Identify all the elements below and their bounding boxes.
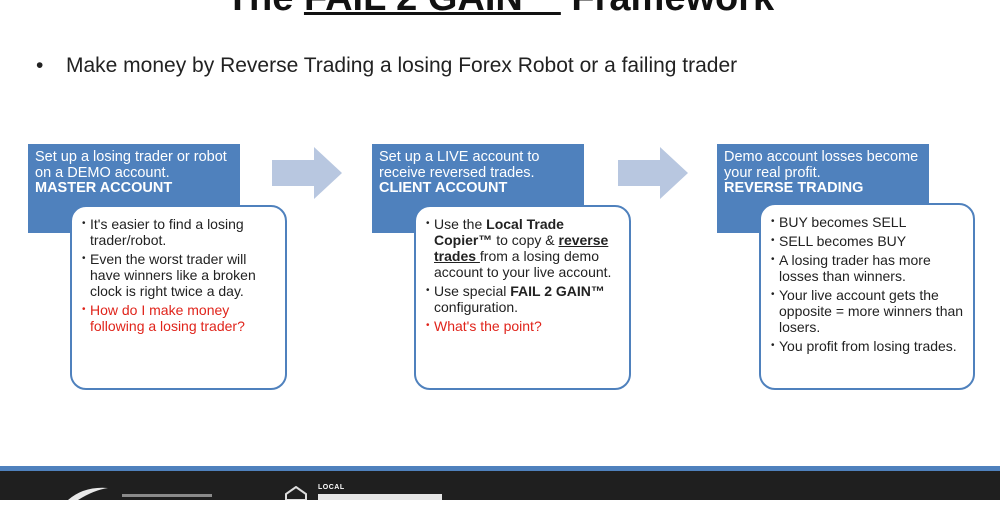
item-text: from a losing demo account to your live … [434, 248, 612, 280]
logo-text: LOCAL [318, 484, 345, 491]
reverse-trading-description: Demo account losses become your real pro… [724, 149, 919, 181]
reverse-trades-emphasis: reverse trades [434, 232, 609, 264]
list-item: Use special FAIL 2 GAIN™ configuration. [426, 283, 621, 315]
list-item: Even the worst trader will have winners … [82, 251, 277, 299]
reverse-trading-label: REVERSE TRADING [724, 180, 864, 196]
item-text: Use special [434, 283, 511, 299]
title-prefix: The [226, 0, 294, 19]
configuration-name: FAIL 2 GAIN™ [510, 283, 605, 299]
product-name: Local Trade Copier™ [434, 216, 564, 248]
master-account-label: MASTER ACCOUNT [35, 180, 173, 196]
title-underlined: FAIL 2 GAIN™ [304, 0, 561, 19]
list-item: Your live account gets the opposite = mo… [771, 287, 965, 335]
item-text: Use the [434, 216, 487, 232]
main-bullet: • Make money by Reverse Trading a losing … [36, 52, 737, 80]
question-text: What's the point? [426, 318, 621, 334]
list-item: You profit from losing trades. [771, 338, 965, 354]
arrow-shape [272, 147, 342, 199]
main-bullet-text: Make money by Reverse Trading a losing F… [66, 54, 738, 77]
local-trade-copier-logo: LOCAL [282, 484, 442, 505]
house-logo-icon [285, 485, 442, 501]
question-text: How do I make money following a losing t… [82, 302, 277, 334]
list-item: It's easier to find a losing trader/robo… [82, 216, 277, 248]
item-text: configuration. [434, 299, 519, 315]
brand-logo-icon [68, 487, 212, 500]
slide-title: The FAIL 2 GAIN™ Framework [0, 0, 1000, 20]
right-arrow-icon [272, 147, 342, 199]
right-arrow-icon [618, 147, 688, 199]
bullet-dot-icon: • [36, 54, 44, 77]
client-account-description: Set up a LIVE account to receive reverse… [379, 149, 540, 181]
list-item: SELL becomes BUY [771, 233, 965, 249]
list-item: BUY becomes SELL [771, 214, 965, 230]
title-suffix: Framework [571, 0, 774, 19]
client-account-details: Use the Local Trade Copier™ to copy & re… [414, 205, 631, 390]
reverse-trading-details: BUY becomes SELL SELL becomes BUY A losi… [759, 203, 975, 390]
master-account-details: It's easier to find a losing trader/robo… [70, 205, 287, 390]
footer-accent-stripe [0, 466, 1000, 471]
client-account-label: CLIENT ACCOUNT [379, 180, 508, 196]
arrow-shape [618, 147, 688, 199]
list-item: Use the Local Trade Copier™ to copy & re… [426, 216, 621, 280]
list-item: A losing trader has more losses than win… [771, 252, 965, 284]
item-text: to copy & [492, 232, 559, 248]
master-account-description: Set up a losing trader or robot on a DEM… [35, 149, 227, 181]
